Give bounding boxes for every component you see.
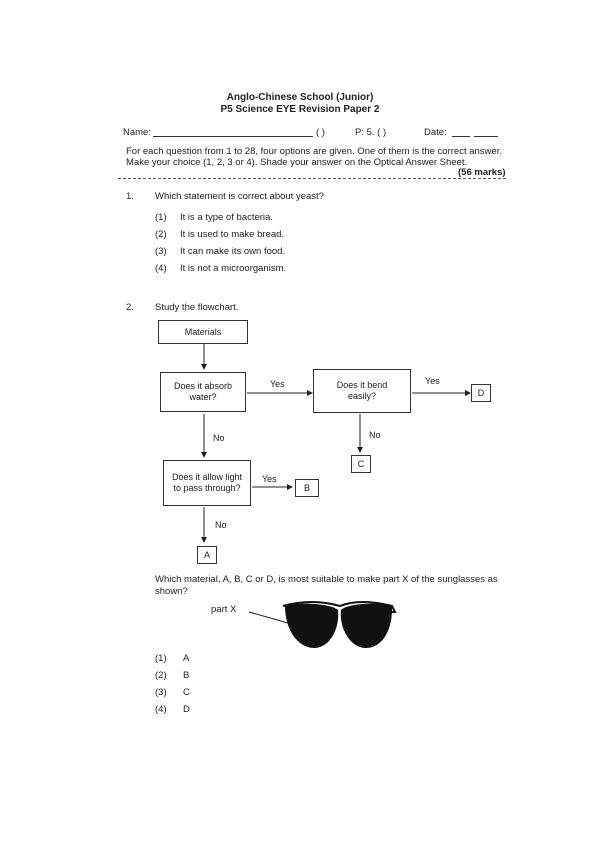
flow-yes-label-1: Yes <box>270 379 285 389</box>
instruction-line-1: For each question from 1 to 28, four opt… <box>126 146 502 157</box>
date-line-2 <box>474 136 498 137</box>
name-line <box>153 136 313 137</box>
date-label: Date: <box>424 127 447 138</box>
flow-result-a: A <box>197 546 217 564</box>
q2-option-4-text: D <box>183 704 190 715</box>
q2-option-2-text: B <box>183 670 190 681</box>
flow-no-label-3: No <box>215 520 227 530</box>
flow-result-c: C <box>351 455 371 473</box>
q1-number: 1. <box>126 191 134 202</box>
q2-option-3-num: (3) <box>155 687 167 698</box>
class-label: P: 5. ( ) <box>355 127 387 138</box>
part-x-label: part X <box>211 604 237 615</box>
q1-option-2-text: It is used to make bread. <box>180 229 285 240</box>
flow-light-box: Does it allow light to pass through? <box>163 460 251 506</box>
flow-yes-label-3: Yes <box>262 474 277 484</box>
q1-option-2-num: (2) <box>155 229 167 240</box>
register-paren: ( ) <box>316 127 325 138</box>
q2-option-2-num: (2) <box>155 670 167 681</box>
q1-option-3-num: (3) <box>155 246 167 257</box>
q2-text: Study the flowchart. <box>155 302 239 313</box>
flow-bend-box: Does it bend easily? <box>313 369 411 413</box>
flow-result-b: B <box>295 479 319 497</box>
flow-no-label-1: No <box>213 433 225 443</box>
q1-option-4-text: It is not a microorganism. <box>180 263 287 274</box>
header-divider <box>118 178 506 179</box>
q1-option-3-text: It can make its own food. <box>180 246 286 257</box>
flow-materials-box: Materials <box>158 320 248 344</box>
q2-option-4-num: (4) <box>155 704 167 715</box>
name-label: Name: <box>123 127 151 138</box>
school-title: Anglo-Chinese School (Junior) <box>226 92 374 103</box>
instruction-line-2: Make your choice (1, 2, 3 or 4). Shade y… <box>126 157 468 168</box>
q2-option-1-text: A <box>183 653 190 664</box>
q2-question-line-1: Which material, A, B, C or D, is most su… <box>155 574 498 585</box>
flow-result-d: D <box>471 384 491 402</box>
paper-title: P5 Science EYE Revision Paper 2 <box>220 104 380 115</box>
q2-option-1-num: (1) <box>155 653 167 664</box>
date-line-1 <box>452 136 470 137</box>
q1-option-1-text: It is a type of bacteria. <box>180 212 273 223</box>
q2-option-3-text: C <box>183 687 190 698</box>
q2-question-line-2: shown? <box>155 586 188 597</box>
q1-option-1-num: (1) <box>155 212 167 223</box>
flow-absorb-box: Does it absorb water? <box>160 372 246 412</box>
q1-text: Which statement is correct about yeast? <box>155 191 324 202</box>
flow-yes-label-2: Yes <box>425 376 440 386</box>
q2-number: 2. <box>126 302 134 313</box>
flow-no-label-2: No <box>369 430 381 440</box>
q1-option-4-num: (4) <box>155 263 167 274</box>
total-marks: (56 marks) <box>458 167 506 178</box>
